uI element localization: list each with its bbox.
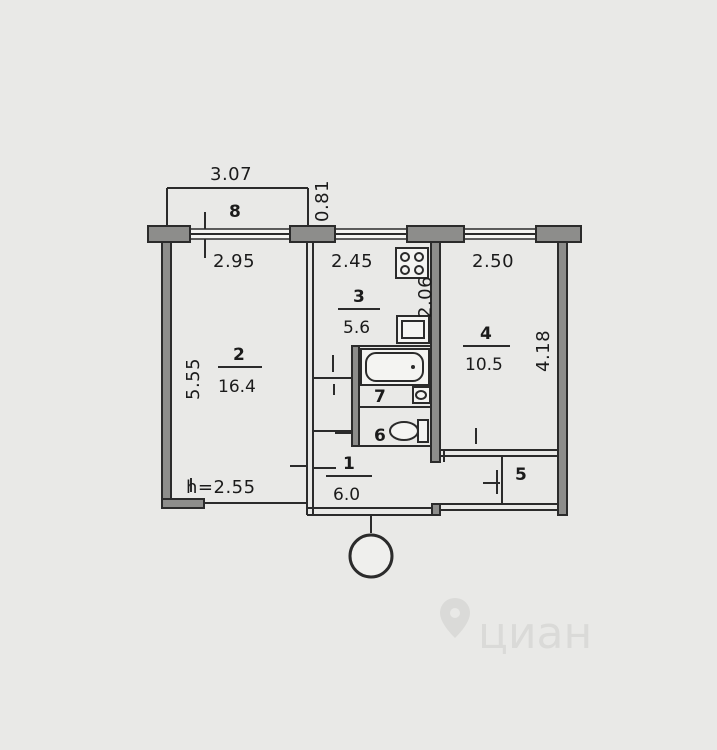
- room-number: 5: [515, 465, 527, 485]
- balcony-width-label: 3.07: [210, 164, 252, 185]
- room-8-label: 8: [229, 202, 241, 222]
- kitchen-length-label: 2.06: [415, 276, 436, 318]
- kitchen-width-label: 2.45: [331, 251, 373, 272]
- interior-walls: [190, 241, 559, 533]
- room-number: 4: [480, 324, 492, 344]
- room-area: 16.4: [218, 377, 256, 397]
- room-area: 5.6: [343, 318, 370, 338]
- ceiling-height-label: h=2.55: [186, 477, 256, 498]
- room-number: 1: [343, 454, 355, 474]
- room-number: 3: [353, 287, 365, 307]
- room-number: 8: [229, 202, 241, 222]
- room-number: 6: [374, 426, 386, 446]
- room-7-label: 7: [374, 387, 386, 407]
- watermark-text: циан: [478, 608, 592, 659]
- stove-icon: [395, 247, 429, 279]
- room-area: 6.0: [333, 485, 360, 505]
- room-2-label: 2 16.4: [218, 345, 262, 397]
- room-5-label: 5: [515, 465, 527, 485]
- room4-length-label: 4.18: [533, 330, 554, 372]
- room-area: 10.5: [465, 355, 503, 375]
- outer-walls: [161, 241, 568, 516]
- room-1-label: 1 6.0: [326, 454, 372, 505]
- entrance-marker-icon: [348, 533, 394, 579]
- balcony-depth-label: 0.81: [312, 180, 333, 222]
- room-4-label: 4 10.5: [463, 324, 510, 375]
- room4-width-label: 2.50: [472, 251, 514, 272]
- room-number: 2: [233, 345, 245, 365]
- watermark-logo: циан: [440, 598, 592, 659]
- room2-length-label: 5.55: [183, 358, 204, 400]
- top-wall: [147, 225, 582, 243]
- bathtub-icon: [360, 348, 430, 386]
- toilet-icon: [389, 419, 429, 443]
- balcony-outline: [166, 187, 309, 258]
- kitchen-sink-icon: [396, 315, 430, 344]
- room2-width-label: 2.95: [213, 251, 255, 272]
- washbasin-icon: [412, 386, 431, 404]
- room-3-label: 3 5.6: [338, 287, 380, 338]
- room-number: 7: [374, 387, 386, 407]
- room-6-label: 6: [374, 426, 386, 446]
